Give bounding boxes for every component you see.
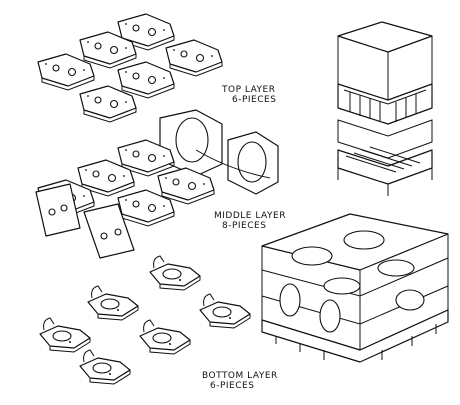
bottom-coil-6 xyxy=(79,349,131,385)
middle-plate-5 xyxy=(117,189,175,227)
packed-pallet-icon xyxy=(261,213,449,363)
top-layer-label: TOP LAYER xyxy=(221,85,276,95)
top-layer-group xyxy=(37,13,223,123)
middle-plate-side-1 xyxy=(35,183,81,237)
middle-layer-group xyxy=(35,139,215,259)
top-plate-3 xyxy=(165,39,223,77)
bottom-coil-5 xyxy=(139,319,191,355)
middle-layer-label: MIDDLE LAYER xyxy=(214,211,286,221)
top-plate-5 xyxy=(117,61,175,99)
bottom-layer-group xyxy=(39,255,251,385)
top-plate-4 xyxy=(37,53,95,91)
bottom-coil-4 xyxy=(39,317,91,353)
middle-plate-side-2 xyxy=(83,203,135,259)
bottom-layer-label: BOTTOM LAYER xyxy=(202,371,278,381)
middle-layer-pieces-label: 8-PIECES xyxy=(222,221,266,231)
bottom-coil-3 xyxy=(199,293,251,329)
drum-pieces xyxy=(159,109,279,195)
top-layer-pieces-label: 6-PIECES xyxy=(232,95,276,105)
pallet-crate-icon xyxy=(337,21,433,196)
bottom-coil-2 xyxy=(87,285,139,321)
bottom-layer-pieces-label: 6-PIECES xyxy=(210,381,254,391)
bottom-coil-1 xyxy=(149,255,201,291)
